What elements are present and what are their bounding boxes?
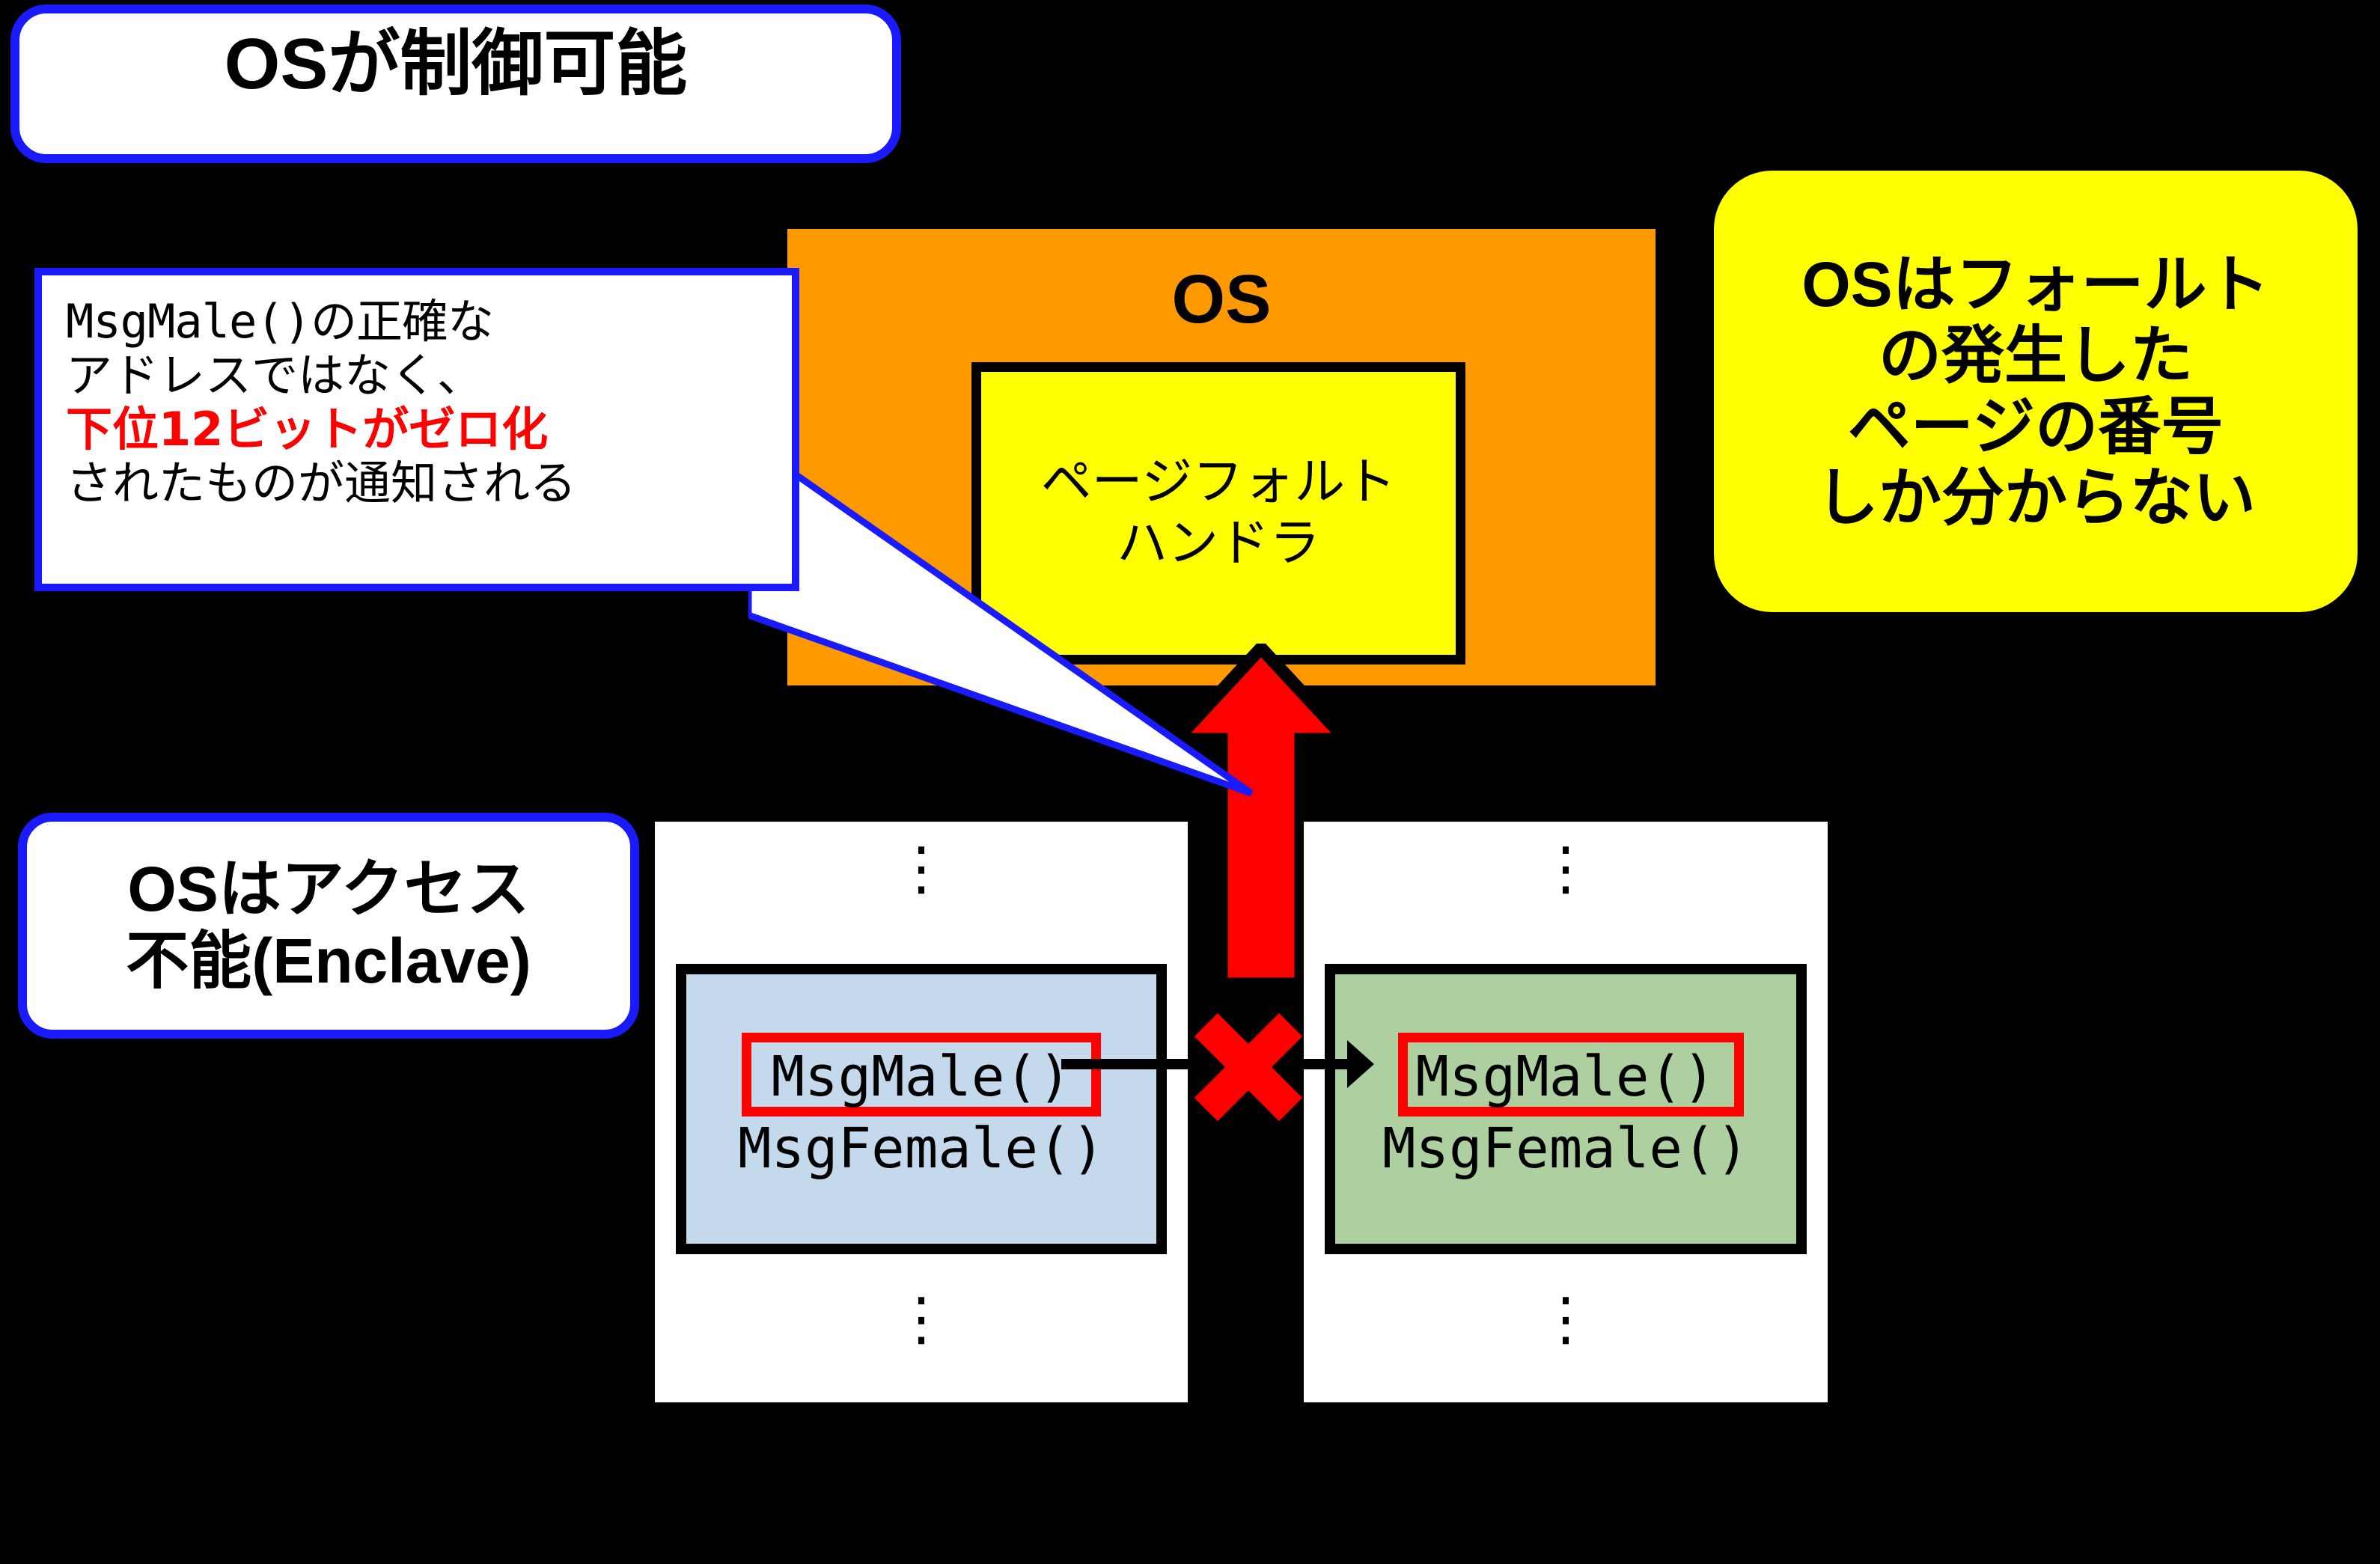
memory-panel-left: ⋮ MsgMale() MsgFemale() ⋮ bbox=[655, 822, 1188, 1402]
msgmale-highlight-left bbox=[742, 1033, 1101, 1117]
function-label-msgmale-left: MsgMale() bbox=[771, 1045, 1072, 1109]
page-fault-handler-line-2: ハンドラ bbox=[1116, 514, 1320, 573]
address-note-line-2: アドレスではなく、 bbox=[66, 347, 484, 403]
mapping-connector-line bbox=[1061, 1059, 1361, 1069]
address-note-callout: MsgMale()の正確な アドレスではなく、 下位12ビットがゼロ化 されたも… bbox=[34, 268, 799, 591]
page-fault-handler-box: ページフォルト ハンドラ bbox=[971, 362, 1465, 665]
memory-page-right: MsgMale() MsgFemale() bbox=[1325, 964, 1807, 1254]
page-fault-handler-line-1: ページフォルト bbox=[1040, 452, 1397, 512]
mapping-connector-arrowhead-icon bbox=[1347, 1040, 1374, 1088]
function-label-msgmale-right: MsgMale() bbox=[1415, 1045, 1716, 1109]
title-callout: OSが制御可能 bbox=[10, 4, 901, 163]
ellipsis-icon: ⋮ bbox=[1537, 1286, 1595, 1353]
ellipsis-icon: ⋮ bbox=[1537, 835, 1595, 902]
function-label-msgfemale-right: MsgFemale() bbox=[1382, 1117, 1750, 1181]
memory-page-left: MsgMale() MsgFemale() bbox=[676, 964, 1167, 1254]
fault-info-callout: OSはフォールト の発生した ページの番号 しか分からない bbox=[1714, 171, 2358, 612]
msgmale-highlight-right bbox=[1398, 1033, 1744, 1117]
fault-info-line-1: OSはフォールト bbox=[1801, 249, 2270, 320]
function-label-msgfemale-left: MsgFemale() bbox=[737, 1117, 1105, 1181]
address-note-line-1: MsgMale()の正確な bbox=[66, 294, 494, 349]
ellipsis-icon: ⋮ bbox=[892, 835, 951, 902]
ellipsis-icon: ⋮ bbox=[892, 1286, 951, 1353]
fault-info-line-3: ページの番号 bbox=[1847, 391, 2224, 462]
fault-info-line-2: の発生した bbox=[1878, 320, 2193, 391]
enclave-note-callout: OSはアクセス 不能(Enclave) bbox=[18, 813, 639, 1039]
fault-info-line-4: しか分からない bbox=[1815, 462, 2256, 533]
enclave-note-line-1: OSはアクセス bbox=[127, 854, 530, 925]
address-note-line-4: されたものが通知される bbox=[66, 455, 577, 510]
enclave-note-line-2: 不能(Enclave) bbox=[126, 926, 531, 996]
address-note-line-3: 下位12ビットがゼロ化 bbox=[66, 401, 549, 456]
memory-panel-right: ⋮ MsgMale() MsgFemale() ⋮ bbox=[1304, 822, 1828, 1402]
blocked-x-icon bbox=[1190, 1010, 1307, 1124]
os-label: OS bbox=[1171, 261, 1272, 337]
title-label: OSが制御可能 bbox=[224, 24, 688, 104]
